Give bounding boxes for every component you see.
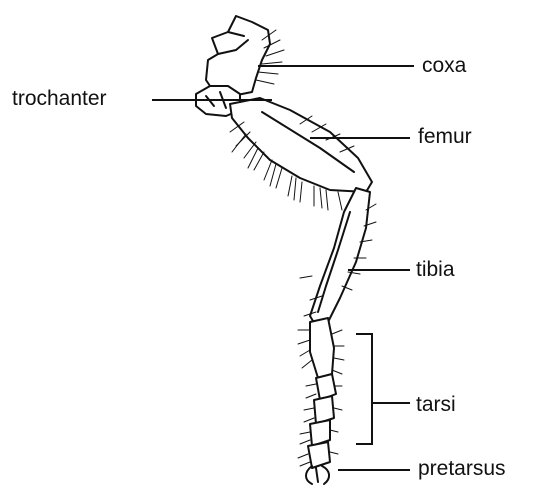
pretarsus-claws [306,466,329,484]
tarsus-segment-5 [308,442,330,468]
femur-segment [230,98,372,192]
label-pretarsus: pretarsus [418,458,506,479]
label-femur: femur [418,126,472,147]
coxa-segment [206,16,270,96]
label-tibia: tibia [416,259,455,280]
label-coxa: coxa [422,55,466,76]
tarsus-segment-1 [310,318,334,378]
label-tarsi: tarsi [416,394,456,415]
label-trochanter: trochanter [12,88,107,109]
tibia-segment [310,188,370,326]
tarsi-bracket [356,334,410,444]
tarsus-segment-3 [314,396,334,424]
